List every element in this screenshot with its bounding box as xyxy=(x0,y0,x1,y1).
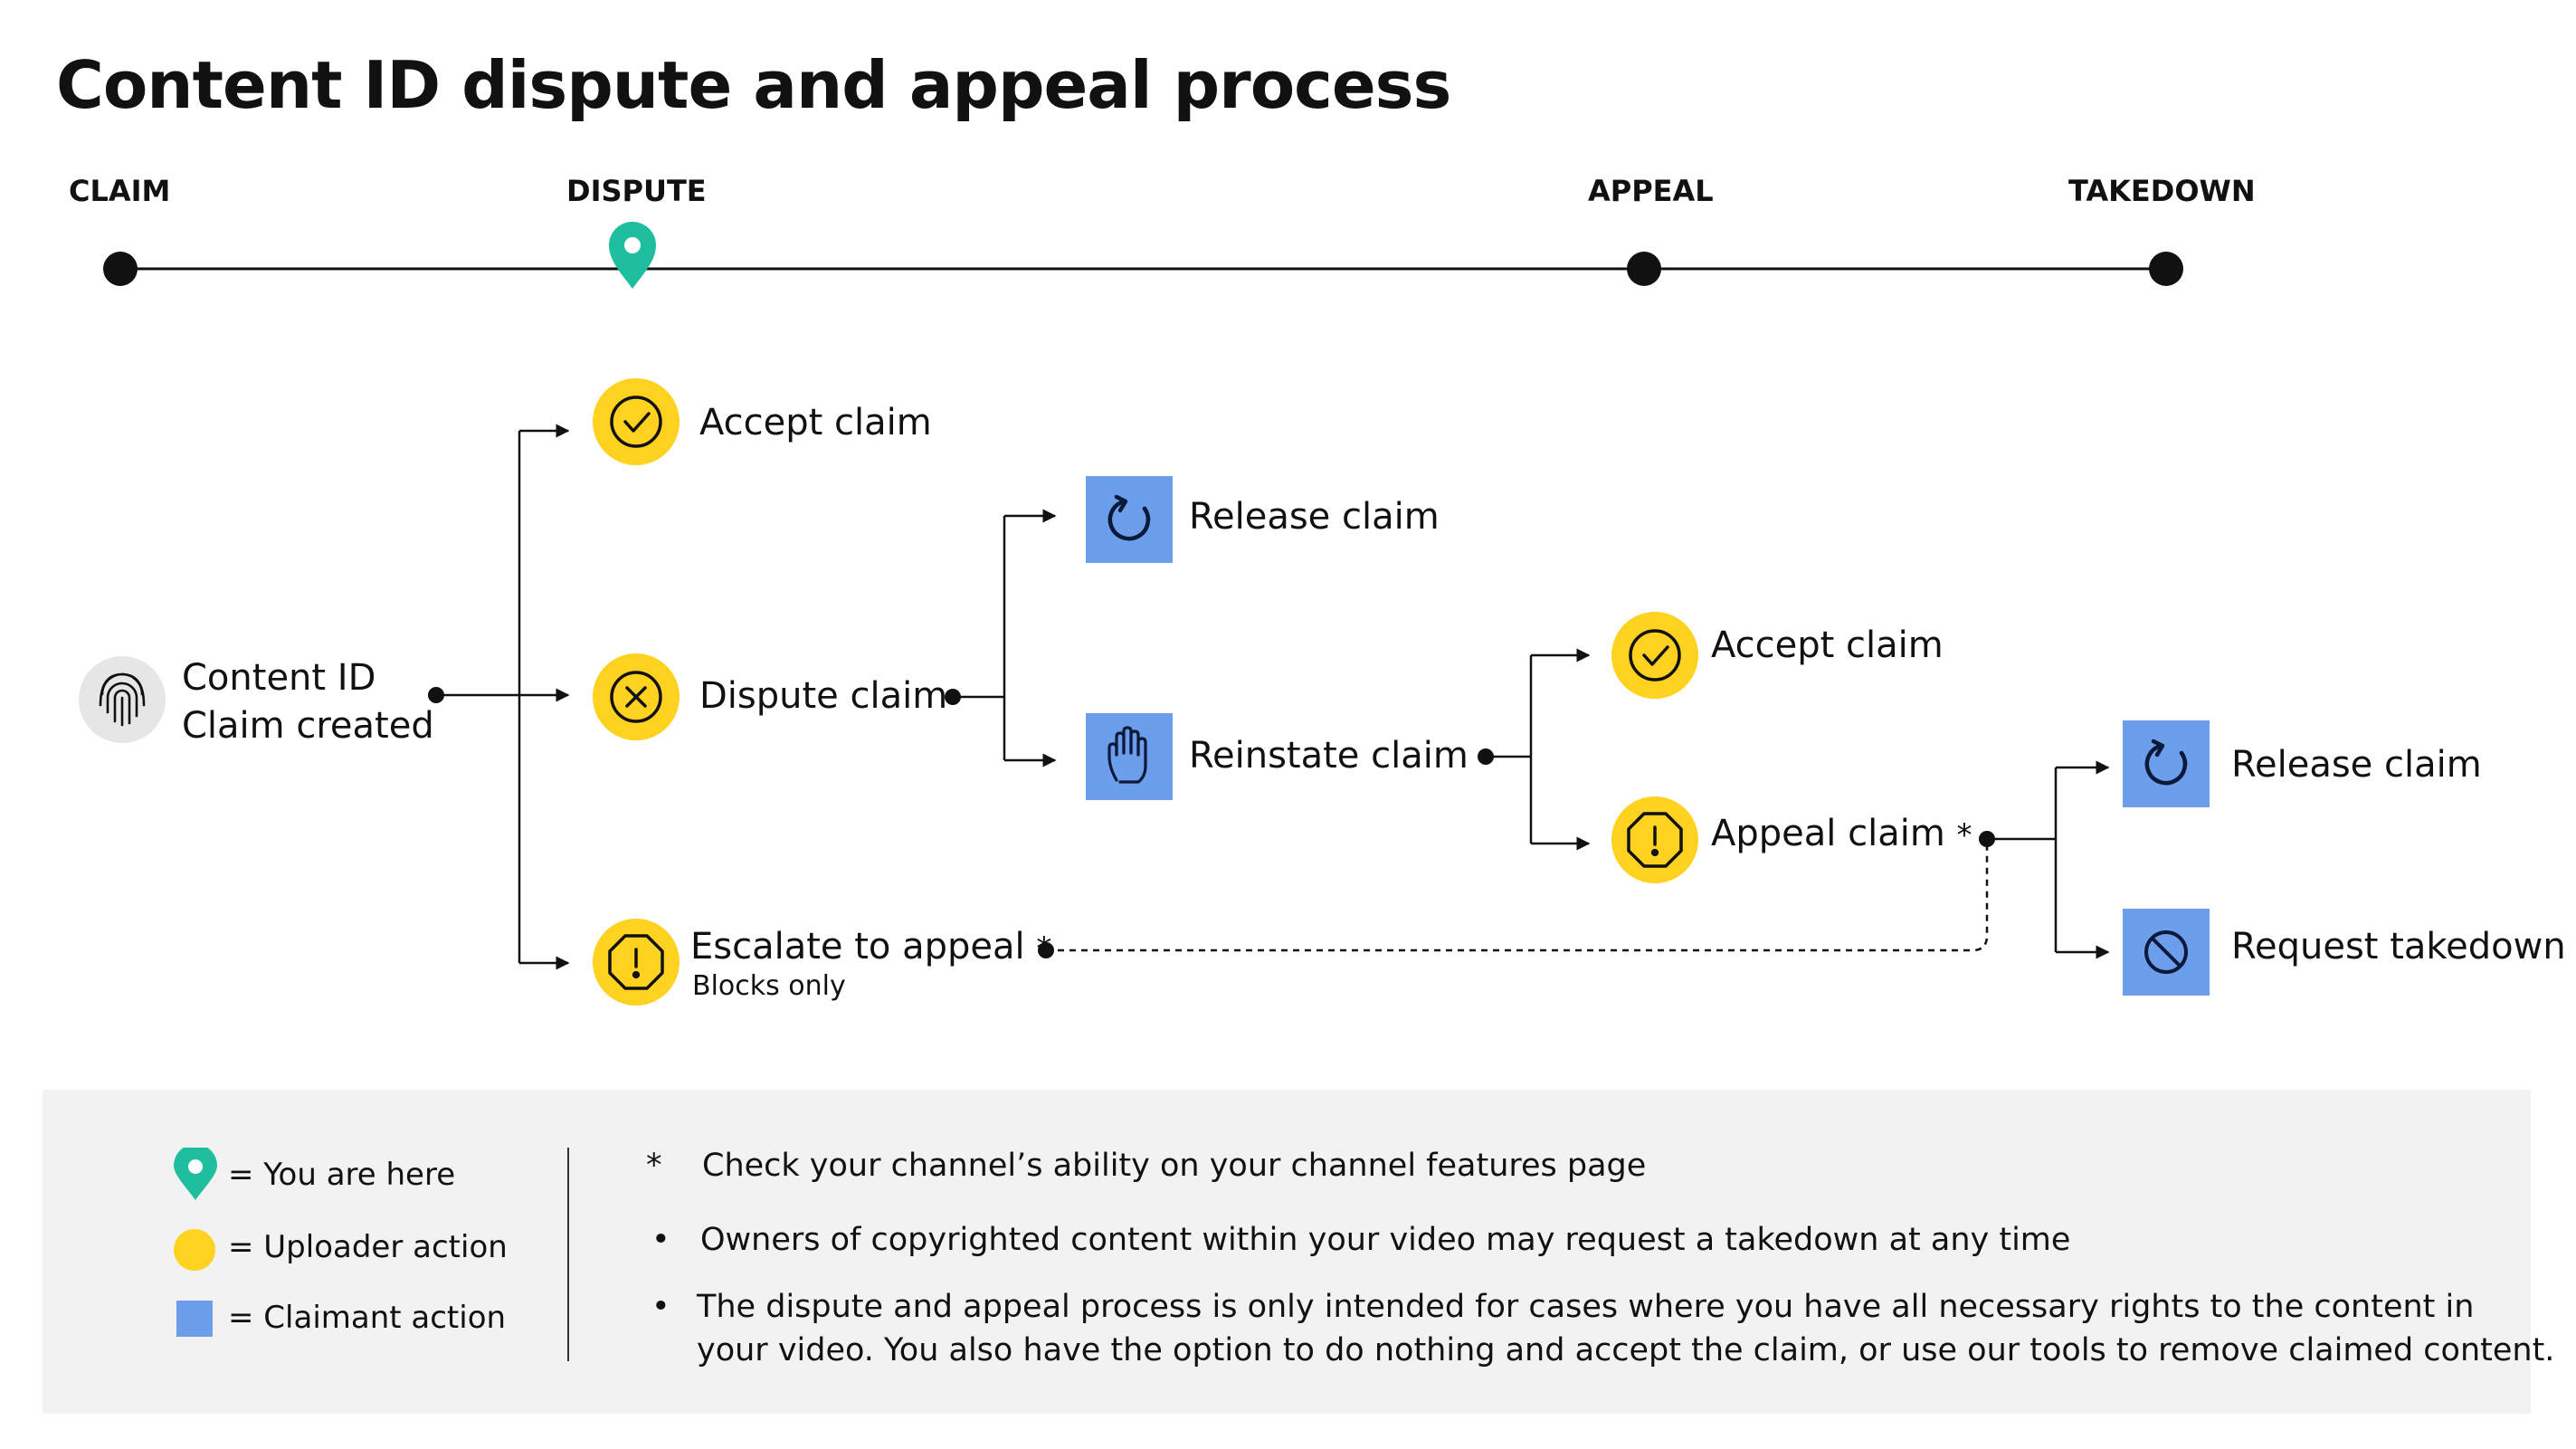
appeal-star: * xyxy=(1956,817,1972,853)
bullet-1: • xyxy=(651,1222,670,1258)
legend-panel xyxy=(43,1090,2531,1414)
page-title: Content ID dispute and appeal process xyxy=(56,47,1451,123)
star-note: Check your channel’s ability on your cha… xyxy=(702,1148,1647,1184)
appeal-claim-label-text: Appeal claim xyxy=(1711,813,1945,854)
reinstate-claim-label: Reinstate claim xyxy=(1189,735,1469,777)
legend-divider xyxy=(567,1148,569,1361)
dispute-claim-node xyxy=(593,653,680,740)
request-takedown-label: Request takedown xyxy=(2231,926,2566,968)
escalate-sublabel: Blocks only xyxy=(692,970,846,1002)
start-label-line1: Content ID xyxy=(182,657,376,699)
stage-label-dispute: DISPUTE xyxy=(566,174,707,208)
note-bullet-2-line2: your video. You also have the option to … xyxy=(697,1332,2555,1368)
escalate-label-text: Escalate to appeal xyxy=(690,926,1025,968)
alert-octagon-icon xyxy=(1627,812,1683,868)
dispute-claim-label: Dispute claim xyxy=(699,675,948,717)
release-claim-node xyxy=(1086,476,1173,563)
appeal-claim-node xyxy=(1611,796,1698,883)
legend-you-are-here: = You are here xyxy=(228,1157,456,1193)
escalate-label: Escalate to appeal * xyxy=(690,922,1051,973)
note-bullet-1: Owners of copyrighted content within you… xyxy=(700,1222,2071,1258)
stage-label-claim: CLAIM xyxy=(69,174,171,208)
timeline-dot-claim xyxy=(103,252,138,286)
uploader-swatch xyxy=(174,1229,215,1271)
connectors xyxy=(436,424,2110,970)
release-claim-2-label: Release claim xyxy=(2231,744,2482,786)
legend-uploader-action: = Uploader action xyxy=(228,1229,508,1265)
timeline xyxy=(103,222,2183,289)
escalate-node xyxy=(593,919,680,1006)
timeline-dot-appeal xyxy=(1627,252,1661,286)
release-claim-label: Release claim xyxy=(1189,496,1440,538)
refresh-icon xyxy=(2144,739,2188,786)
accept-claim-2-label: Accept claim xyxy=(1711,624,1944,666)
accept-claim-node xyxy=(593,378,680,465)
bullet-2: • xyxy=(651,1289,670,1325)
check-icon xyxy=(1629,629,1681,682)
refresh-icon xyxy=(1107,494,1151,541)
block-icon xyxy=(2144,930,2188,974)
stage-label-takedown: TAKEDOWN xyxy=(2068,174,2256,208)
location-pin-icon xyxy=(174,1148,217,1200)
start-label-line2: Claim created xyxy=(182,705,434,747)
accept-claim-label: Accept claim xyxy=(699,402,932,443)
start-node xyxy=(79,656,166,743)
legend-claimant-action: = Claimant action xyxy=(228,1300,507,1336)
connector-dots xyxy=(428,687,1995,958)
request-takedown-node xyxy=(2123,909,2210,996)
timeline-dot-takedown xyxy=(2149,252,2183,286)
hand-icon xyxy=(1107,726,1147,784)
alert-octagon-icon xyxy=(608,934,664,990)
release-claim-2-node xyxy=(2123,720,2210,807)
location-pin-icon xyxy=(609,222,656,289)
appeal-claim-label: Appeal claim * xyxy=(1711,809,1972,860)
fingerprint-icon xyxy=(99,672,146,727)
claimant-swatch xyxy=(176,1301,213,1337)
star-symbol: * xyxy=(646,1148,662,1184)
note-bullet-2-line1: The dispute and appeal process is only i… xyxy=(697,1289,2475,1325)
reinstate-claim-node xyxy=(1086,713,1173,800)
x-icon xyxy=(610,671,662,723)
accept-claim-2-node xyxy=(1611,612,1698,699)
escalate-star: * xyxy=(1036,930,1052,967)
stage-label-appeal: APPEAL xyxy=(1588,174,1714,208)
check-icon xyxy=(610,396,662,448)
